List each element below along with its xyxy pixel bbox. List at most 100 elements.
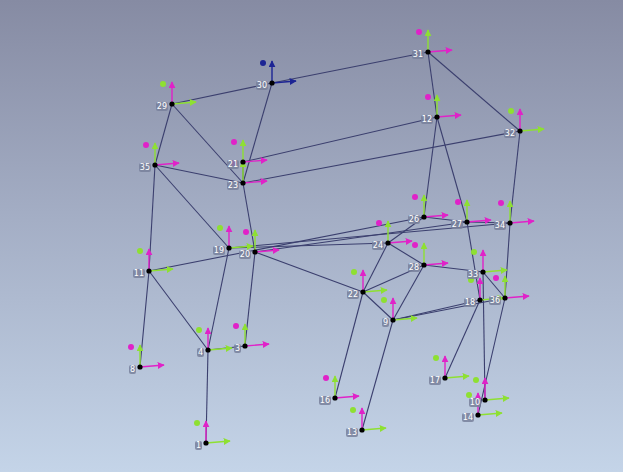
- joint-dot: [152, 162, 157, 167]
- joint-number: 12: [421, 115, 433, 124]
- frame-member: [255, 252, 363, 292]
- frame-member: [208, 248, 229, 350]
- joint-number: 33: [467, 270, 479, 279]
- frame-member: [140, 271, 149, 367]
- frame-member: [155, 104, 172, 165]
- frame-member: [483, 272, 505, 298]
- joint-number: 17: [429, 376, 441, 385]
- local-axes: [376, 220, 412, 243]
- frame-member: [206, 350, 208, 443]
- local-axes: [433, 355, 469, 378]
- frame-member: [155, 165, 229, 248]
- local-axes: [498, 200, 534, 223]
- local-axes: [160, 81, 196, 104]
- local-axes: [196, 327, 232, 350]
- joint-dot: [226, 245, 231, 250]
- frame-member: [242, 162, 243, 183]
- joint-number: 27: [451, 220, 463, 229]
- joint-number: 3: [234, 344, 241, 353]
- joint-dot: [240, 159, 245, 164]
- joint-dot: [269, 80, 274, 85]
- joint-dot: [421, 262, 426, 267]
- local-axes: [323, 375, 359, 398]
- frame-member: [467, 222, 480, 300]
- local-axes: [416, 29, 452, 52]
- joint-dot: [240, 180, 245, 185]
- frame-member: [149, 165, 155, 271]
- joint-dot: [502, 295, 507, 300]
- joint-dot: [480, 269, 485, 274]
- joint-number: 4: [197, 348, 204, 357]
- joint-number: 9: [382, 318, 389, 327]
- local-axes: [194, 420, 230, 443]
- joint-dot: [434, 114, 439, 119]
- joint-dot: [385, 240, 390, 245]
- frame-member: [245, 252, 255, 346]
- joint-dot: [242, 343, 247, 348]
- joint-number: 35: [139, 163, 151, 172]
- joint-number: 23: [227, 181, 239, 190]
- frame-member: [362, 320, 393, 430]
- frame-member: [243, 183, 255, 252]
- frame-member: [272, 52, 428, 83]
- local-axes: [493, 275, 529, 298]
- joint-dot: [390, 317, 395, 322]
- local-axes: [243, 229, 279, 252]
- joint-dot: [169, 101, 174, 106]
- joint-number: 22: [347, 290, 359, 299]
- joint-number: 24: [372, 241, 384, 250]
- local-axes: [260, 60, 296, 83]
- joint-dot: [517, 128, 522, 133]
- local-axes: [466, 392, 502, 415]
- local-axes: [128, 344, 164, 367]
- joint-dot: [205, 347, 210, 352]
- joint-number: 19: [213, 246, 225, 255]
- joint-number: 1: [195, 441, 202, 450]
- frame-member: [243, 131, 520, 183]
- joint-dot: [482, 397, 487, 402]
- local-axes: [351, 269, 387, 292]
- frame-member: [243, 83, 272, 183]
- local-axes: [217, 225, 253, 248]
- frame-member: [363, 292, 393, 320]
- joint-number: 10: [469, 398, 481, 407]
- local-axes: [508, 108, 544, 131]
- joint-number: 28: [408, 263, 420, 272]
- frame-member: [510, 131, 520, 223]
- local-axes: [473, 377, 509, 400]
- joint-number: 26: [408, 215, 420, 224]
- frame-member: [335, 292, 363, 398]
- local-axes: [231, 139, 267, 162]
- frame-member: [478, 298, 505, 415]
- joint-dot: [475, 412, 480, 417]
- joint-number: 36: [489, 296, 501, 305]
- joint-dot: [203, 440, 208, 445]
- local-axes: [233, 323, 269, 346]
- frame-member: [445, 300, 480, 378]
- joint-dot: [507, 220, 512, 225]
- joint-dot: [359, 427, 364, 432]
- frame-member: [505, 223, 510, 298]
- joint-number: 30: [256, 81, 268, 90]
- joint-number: 21: [227, 160, 239, 169]
- frame-member: [428, 52, 437, 117]
- joint-dot: [146, 268, 151, 273]
- joint-dot: [464, 219, 469, 224]
- frame-member: [149, 217, 424, 271]
- local-axes: [455, 199, 491, 222]
- local-axes: [412, 242, 448, 265]
- local-axes: [412, 194, 448, 217]
- frame-member: [428, 52, 520, 131]
- frame-member: [229, 243, 388, 248]
- joint-number: 13: [346, 428, 358, 437]
- joint-number: 31: [412, 50, 424, 59]
- frame-member: [149, 271, 208, 350]
- joint-dot: [421, 214, 426, 219]
- frame-member: [243, 117, 437, 162]
- joint-number: 8: [129, 365, 136, 374]
- joint-dot: [360, 289, 365, 294]
- frame-member: [393, 265, 424, 320]
- local-axes: [471, 249, 507, 272]
